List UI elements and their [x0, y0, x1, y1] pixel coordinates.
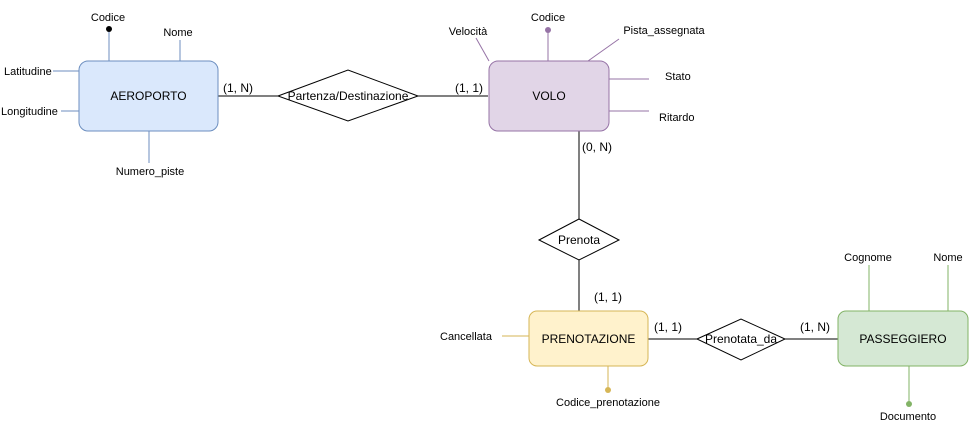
entity-passeggiero-label: PASSEGGIERO: [859, 332, 946, 346]
stem-volo-pista: [587, 38, 620, 62]
key-markers: [106, 26, 912, 407]
cardinality-volo-prenota: (0, N): [582, 140, 612, 154]
attr-volo-stato: Stato: [665, 71, 691, 83]
entity-aeroporto-label: AEROPORTO: [110, 89, 186, 103]
relationship-prenota-label: Prenota: [558, 233, 600, 247]
relationship-prenota-diamond: [537, 218, 621, 261]
cardinality-prenotazione-prenota: (1, 1): [594, 290, 622, 304]
cardinality-passeggiero-prenotata: (1, N): [800, 320, 830, 334]
entity-volo-label: VOLO: [532, 89, 565, 103]
attr-aeroporto-latitudine: Latitudine: [4, 66, 52, 78]
entity-aeroporto-box: [78, 60, 219, 132]
entity-passeggiero[interactable]: PASSEGGIERO: [837, 310, 969, 367]
attr-prenotazione-cancellata: Cancellata: [440, 331, 493, 343]
relationship-prenotata-da-diamond: [695, 318, 787, 361]
relationship-prenotata-da-label: Prenotata_da: [705, 332, 777, 346]
relationship-prenota[interactable]: Prenota: [537, 218, 621, 261]
attr-volo-velocita: Velocità: [449, 26, 488, 38]
key-marker-prenotazione: [605, 387, 611, 393]
entity-passeggiero-box: [837, 310, 969, 367]
relationship-prenotata-da[interactable]: Prenotata_da: [695, 318, 787, 361]
cardinality-aeroporto-partenza: (1, N): [223, 81, 253, 95]
key-marker-passeggiero: [906, 401, 912, 407]
attr-passeggiero-cognome: Cognome: [844, 252, 892, 264]
stem-volo-velocita: [475, 37, 490, 62]
attr-passeggiero-documento: Documento: [880, 411, 936, 423]
attr-prenotazione-codice: Codice_prenotazione: [556, 397, 660, 409]
entity-volo-box: [488, 60, 610, 132]
relationship-partenza-destinazione-label: Partenza/Destinazione: [288, 89, 409, 103]
key-marker-volo: [545, 27, 551, 33]
entity-prenotazione-label: PRENOTAZIONE: [542, 332, 636, 346]
attr-aeroporto-codice: Codice: [91, 12, 125, 24]
attr-aeroporto-longitudine: Longitudine: [1, 106, 58, 118]
attr-volo-pista-assegnata: Pista_assegnata: [623, 25, 705, 37]
attr-volo-codice: Codice: [531, 12, 565, 24]
relationship-partenza-destinazione[interactable]: Partenza/Destinazione: [276, 69, 420, 122]
entity-volo[interactable]: VOLO: [488, 60, 610, 132]
cardinality-volo-partenza: (1, 1): [455, 81, 483, 95]
entity-prenotazione-box: [528, 310, 649, 367]
key-marker-aeroporto: [106, 26, 112, 32]
attribute-stems: [53, 29, 949, 404]
attr-passeggiero-nome: Nome: [933, 252, 962, 264]
cardinality-labels: (1, N) (1, 1) (0, N) (1, 1) (1, 1) (1, N…: [223, 81, 830, 334]
attr-aeroporto-nome: Nome: [163, 27, 192, 39]
attr-aeroporto-numero-piste: Numero_piste: [116, 166, 184, 178]
connectors: [218, 95, 838, 340]
attr-volo-ritardo: Ritardo: [659, 112, 694, 124]
entity-prenotazione[interactable]: PRENOTAZIONE: [528, 310, 649, 367]
attribute-labels: Codice Nome Latitudine Longitudine Numer…: [1, 12, 963, 423]
cardinality-prenotazione-prenotata: (1, 1): [654, 320, 682, 334]
entity-aeroporto[interactable]: AEROPORTO: [78, 60, 219, 132]
relationship-partenza-destinazione-diamond: [276, 69, 420, 122]
